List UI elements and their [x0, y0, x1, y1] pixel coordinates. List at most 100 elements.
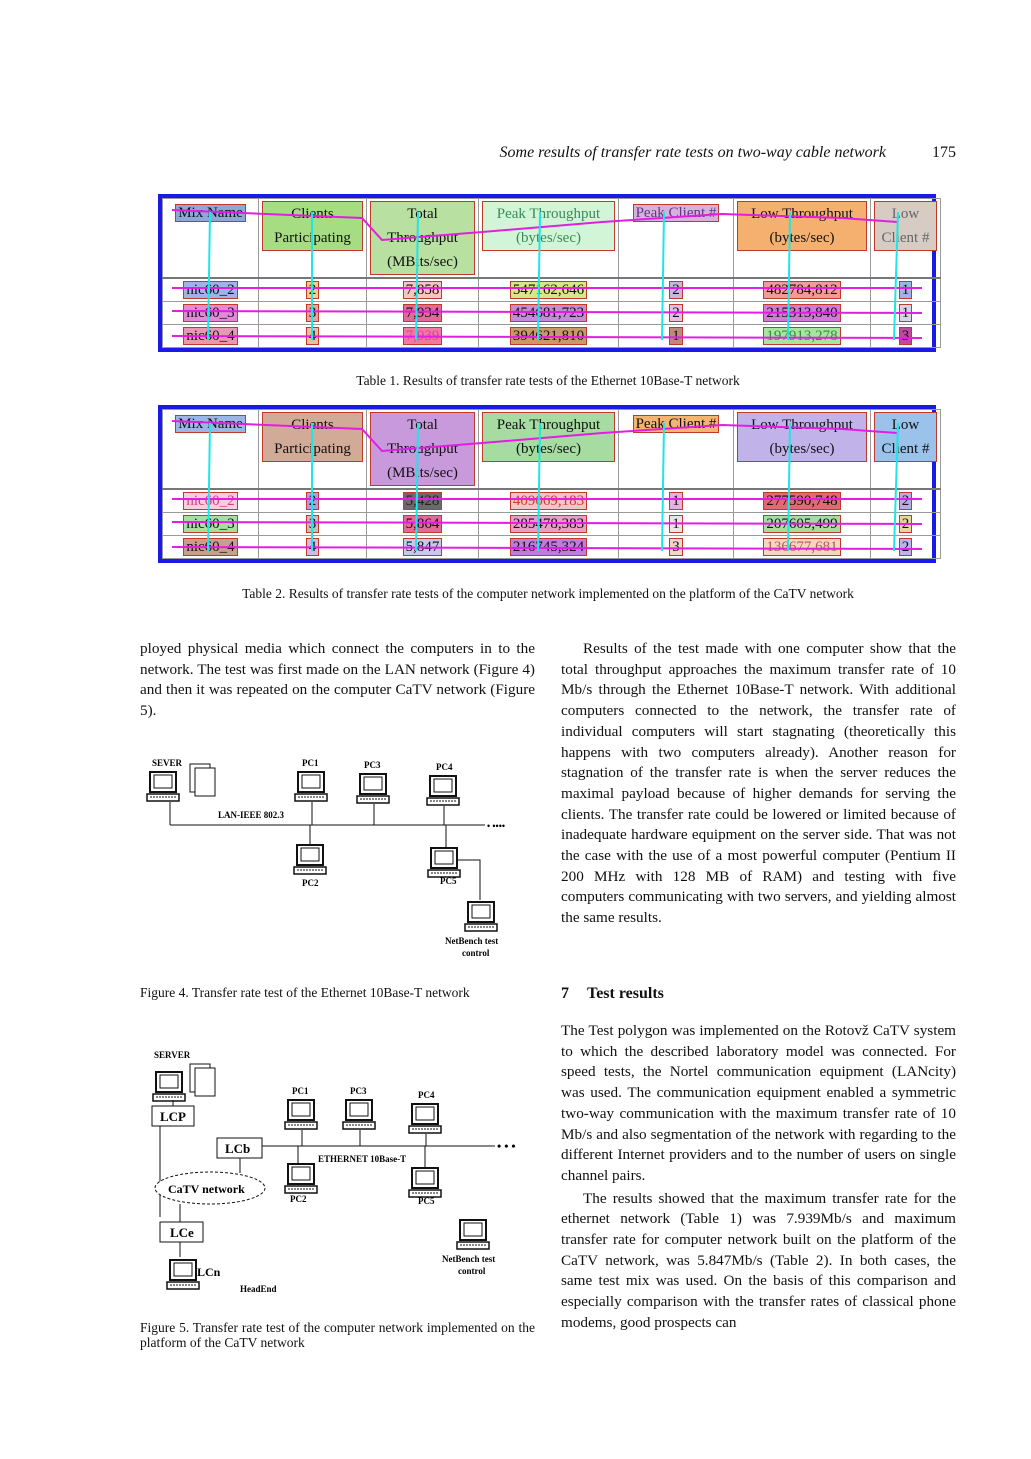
pc1-icon [294, 771, 328, 802]
table-header-row: Mix Name Clients Participating Total Thr… [162, 198, 941, 279]
header-cell: Low Client # [874, 412, 937, 462]
table-cell: 2 [305, 281, 320, 299]
header-cell: Mix Name [175, 415, 246, 433]
lcp-label: LCP [160, 1109, 186, 1124]
table-cell: 5,847 [402, 538, 443, 556]
table-row: nic60_2 2 5,428 409069,183 1 277590,748 … [162, 488, 941, 513]
pc2-label: PC2 [290, 1194, 307, 1204]
table-row: nic60_4 4 5,847 216745,324 3 136677,681 … [162, 535, 941, 559]
table-cell: 2 [669, 281, 683, 299]
right-column-text-top: Results of the test made with one comput… [561, 639, 956, 929]
header-cell: Peak Throughput (bytes/sec) [482, 201, 615, 251]
pc3-icon [342, 1099, 376, 1130]
table-cell: 215313,840 [763, 304, 841, 322]
table-cell: 216745,324 [509, 538, 588, 556]
table-cell: 7,934 [402, 304, 443, 322]
server-icon [146, 771, 180, 802]
paragraph: The Test polygon was implemented on the … [561, 1022, 956, 1184]
lcn-icon [166, 1259, 200, 1290]
header-cell: Clients Participating [262, 201, 363, 251]
catv-label: CaTV network [168, 1182, 245, 1196]
table-cell: 3 [305, 304, 320, 322]
continuation-dots: • • • [497, 1139, 516, 1153]
table-cell: nic60_3 [183, 515, 238, 533]
header-cell: Total Throughput (MBits/sec) [370, 201, 475, 275]
running-header: Some results of transfer rate tests on t… [140, 144, 956, 166]
ethernet-label: ETHERNET 10Base-T [318, 1154, 406, 1164]
lce-box [159, 1221, 204, 1243]
table-row: nic60_2 2 7,858 547162,646 2 482784,812 … [162, 277, 941, 302]
pc4-icon [408, 1103, 442, 1134]
pc3-icon [356, 773, 390, 804]
pc3-label: PC3 [364, 760, 381, 770]
table-row: nic60_4 4 7,939 394621,810 1 197913,278 … [162, 324, 941, 348]
table-cell: nic60_2 [183, 492, 238, 510]
control-label: control [462, 948, 490, 958]
table-cell: 3 [669, 538, 683, 556]
headend-label: HeadEnd [240, 1284, 277, 1294]
server-icon [152, 1071, 186, 1102]
table-cell: 7,858 [402, 281, 443, 299]
header-cell: Low Client # [874, 201, 937, 251]
lcb-label: LCb [225, 1141, 250, 1156]
table-cell: 207605,499 [763, 515, 841, 533]
table-cell: 482784,812 [763, 281, 841, 299]
right-column-text-bottom: The Test polygon was implemented on the … [561, 1021, 956, 1334]
table-cell: 285478,383 [509, 515, 588, 533]
table-cell: 5,864 [402, 515, 443, 533]
lcn-label: LCn [197, 1265, 221, 1279]
server-label: SEVER [152, 758, 183, 768]
table-cell: 2 [669, 304, 683, 322]
table-cell: nic60_4 [183, 327, 238, 345]
figure-4-caption: Figure 4. Transfer rate test of the Ethe… [140, 985, 470, 1000]
header-cell: Peak Client # [632, 204, 720, 222]
table-cell: nic60_4 [183, 538, 238, 556]
table-cell: 1 [669, 327, 683, 345]
pc5-label: PC5 [418, 1196, 435, 1206]
table-cell: 1 [669, 515, 683, 533]
netbench-icon [456, 1219, 490, 1250]
left-column-text: ployed physical media which connect the … [140, 639, 535, 722]
table-cell: 409069,183 [509, 492, 588, 510]
section-title: Test results [587, 985, 664, 1002]
pc1-icon [284, 1099, 318, 1130]
pc2-label: PC2 [302, 878, 319, 888]
table-cell: 4 [305, 538, 320, 556]
table-1-caption: Table 1. Results of transfer rate tests … [356, 373, 740, 388]
paragraph: Results of the test made with one comput… [561, 640, 956, 927]
server-label: SERVER [154, 1050, 191, 1060]
continuation-dots: • •••• [487, 821, 505, 831]
pc1-label: PC1 [302, 758, 319, 768]
table-cell: 2 [898, 515, 913, 533]
table-cell: 1 [669, 492, 683, 510]
table-cell: 1 [898, 281, 913, 299]
header-cell: Clients Participating [262, 412, 363, 462]
table-cell: 136677,681 [763, 538, 841, 556]
header-cell: Mix Name [175, 204, 246, 222]
pc4-label: PC4 [436, 762, 453, 772]
document-stack-icon [194, 1067, 216, 1097]
figure-4-diagram: SEVER PC1 PC3 PC4 LAN-IEEE 802.3 • •••• … [146, 758, 505, 958]
table-cell: 3 [305, 515, 320, 533]
pc2-icon [284, 1163, 318, 1194]
table-cell: 197913,278 [763, 327, 841, 345]
table-cell: 1 [898, 304, 913, 322]
page-number: 175 [932, 144, 956, 161]
table-1: Mix Name Clients Participating Total Thr… [158, 194, 941, 352]
table-cell: 454681,723 [509, 304, 588, 322]
pc5-icon [408, 1167, 442, 1198]
pc4-icon [426, 775, 460, 806]
header-cell: Peak Throughput (bytes/sec) [482, 412, 615, 462]
table-cell: 2 [898, 538, 913, 556]
table-cell: 5,428 [402, 492, 443, 510]
pc3-label: PC3 [350, 1086, 367, 1096]
table-cell: 3 [898, 327, 913, 345]
paragraph: The results showed that the maximum tran… [561, 1189, 956, 1331]
pc1-label: PC1 [292, 1086, 309, 1096]
table-2: Mix Name Clients Participating Total Thr… [158, 405, 941, 563]
table-cell: 2 [898, 492, 913, 510]
header-cell: Low Throughput (bytes/sec) [737, 412, 867, 462]
paragraph: ployed physical media which connect the … [140, 640, 535, 720]
header-cell: Low Throughput (bytes/sec) [737, 201, 867, 251]
